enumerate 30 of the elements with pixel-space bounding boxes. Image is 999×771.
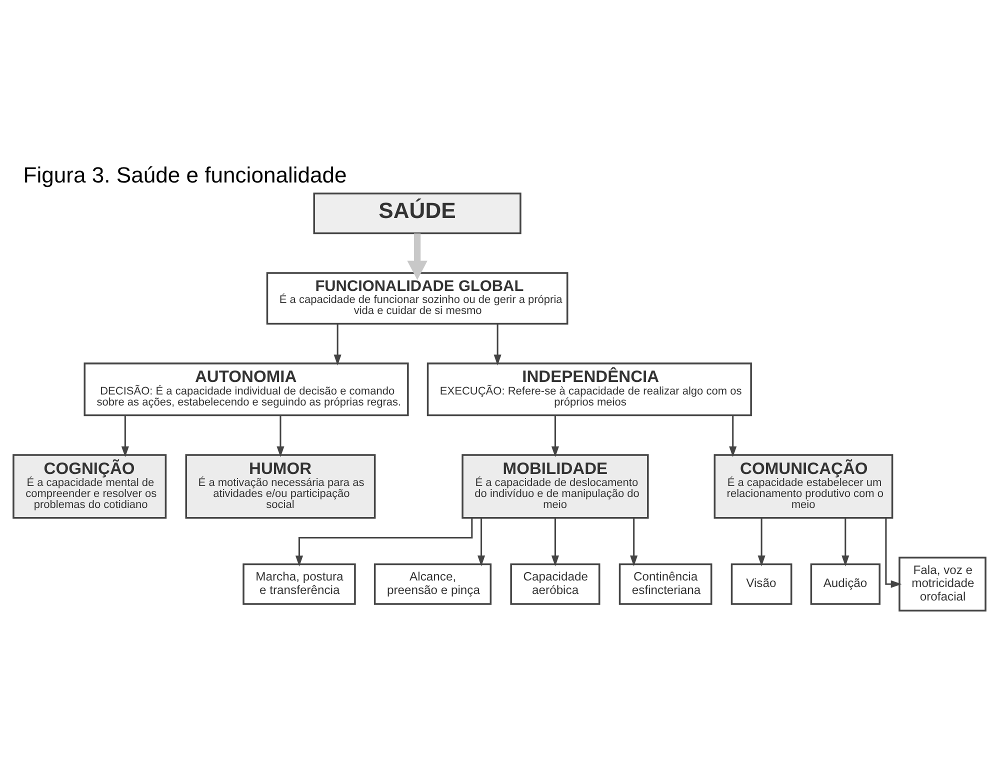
arrow bbox=[842, 518, 850, 566]
arrow bbox=[630, 518, 638, 566]
node-box: COGNIÇÃO É a capacidade mental de compreender e resolver os problemas do cotidiano bbox=[12, 454, 167, 519]
arrow bbox=[407, 234, 428, 280]
node-box: AUTONOMIA DECISÃO: É a capacidade individual de decisão e comando sobre as ações, estabelecendo e seguindo as próprias regras. bbox=[84, 362, 409, 416]
node-box: SAÚDE bbox=[313, 192, 522, 234]
arrow bbox=[276, 415, 284, 458]
arrow bbox=[478, 518, 486, 566]
node-box: COMUNICAÇÃO É a capacidade estabelecer um relacionamento produtivo com o meio bbox=[714, 454, 894, 519]
node-box: Continência esfincteriana bbox=[618, 563, 712, 605]
arrow bbox=[494, 324, 502, 366]
node-box: Capacidade aeróbica bbox=[510, 563, 600, 605]
node-box: INDEPENDÊNCIA EXECUÇÃO: Refere-se à capacidade de realizar algo com os próprios meios bbox=[426, 362, 752, 416]
arrow bbox=[729, 415, 737, 458]
arrow bbox=[758, 518, 766, 566]
arrow bbox=[551, 415, 560, 458]
node-box: Alcance, preensão e pinça bbox=[374, 563, 492, 605]
arrow bbox=[121, 415, 129, 458]
arrow bbox=[334, 324, 342, 366]
node-box: Visão bbox=[730, 563, 792, 605]
node-box: Marcha, postura e transferência bbox=[242, 563, 356, 605]
node-box: Fala, voz e motricidade orofacial bbox=[898, 556, 986, 612]
node-box: FUNCIONALIDADE GLOBAL É a capacidade de funcionar sozinho ou de gerir a própria vida e cuidar de si mesmo bbox=[266, 272, 568, 325]
arrow bbox=[551, 518, 560, 566]
arrow bbox=[885, 518, 902, 588]
diagram-title: Figura 3. Saúde e funcionalidade bbox=[23, 162, 347, 188]
arrow bbox=[295, 518, 473, 567]
node-box: MOBILIDADE É a capacidade de deslocamento do indivíduo e de manipulação do meio bbox=[462, 454, 649, 519]
node-box: HUMOR É a motivação necessária para as atividades e/ou participação social bbox=[185, 454, 376, 519]
node-box: Audição bbox=[810, 563, 880, 605]
